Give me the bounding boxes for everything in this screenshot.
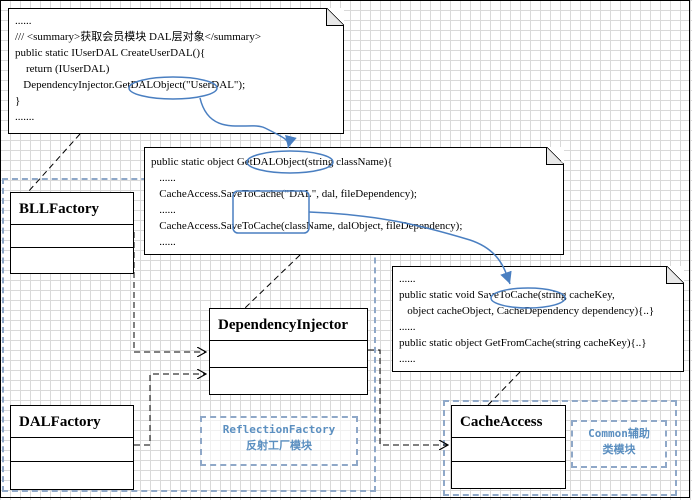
reflection-factory-label: ReflectionFactory 反射工厂模块	[200, 416, 358, 466]
highlight-rect	[232, 190, 310, 234]
note-link-line	[487, 371, 521, 406]
call-flow-arrow	[308, 211, 512, 285]
code-line: ......	[399, 321, 416, 333]
code-line: ......	[399, 273, 416, 285]
dependency-injector-class: DependencyInjector	[209, 308, 368, 395]
top-code-note: ...... /// <summary>获取会员模块 DAL层对象</summa…	[8, 8, 344, 134]
code-line: public static IUserDAL CreateUserDAL(){	[15, 47, 206, 59]
code-line: ......	[151, 204, 176, 216]
dependency-arrow	[133, 232, 206, 352]
note-link-line	[27, 133, 81, 193]
note-link-line	[244, 254, 301, 309]
code-line: DependencyInjector.GetDALObject("UserDAL…	[15, 79, 246, 91]
dal-factory-class: DALFactory	[10, 405, 134, 490]
bll-factory-class: BLLFactory	[10, 192, 134, 274]
code-line: /// <summary>获取会员模块 DAL层对象</summary>	[15, 31, 262, 43]
common-module-label: Common辅助 类模块	[571, 420, 667, 468]
class-attributes	[210, 341, 367, 368]
highlight-oval	[246, 150, 334, 174]
code-line: public static void SaveToCache(string ca…	[399, 289, 615, 301]
class-name: CacheAccess	[452, 406, 565, 438]
code-line: return (IUserDAL)	[15, 63, 110, 75]
note-fold-corner	[326, 8, 344, 26]
code-line: ......	[151, 236, 176, 248]
class-attributes	[11, 438, 133, 462]
module-label-line: 反射工厂模块	[246, 439, 312, 452]
module-label-line: 类模块	[602, 443, 636, 456]
code-line: }	[15, 95, 21, 107]
code-line: ......	[151, 172, 176, 184]
code-line: public static object GetDALObject(string…	[151, 156, 393, 168]
dependency-arrow	[134, 374, 206, 446]
class-name: DependencyInjector	[210, 309, 367, 341]
module-label-line: Common辅助	[588, 427, 650, 440]
code-line: object cacheObject, CacheDependency depe…	[399, 305, 655, 317]
code-line: ......	[399, 353, 416, 365]
class-name: BLLFactory	[11, 193, 133, 225]
class-name: DALFactory	[11, 406, 133, 438]
middle-code-note: public static object GetDALObject(string…	[144, 147, 564, 255]
right-code-note: ...... public static void SaveToCache(st…	[392, 266, 684, 372]
note-fold-corner	[546, 147, 564, 165]
note-fold-corner	[666, 266, 684, 284]
class-attributes	[11, 225, 133, 248]
highlight-oval	[128, 76, 218, 100]
cache-access-class: CacheAccess	[451, 405, 566, 489]
highlight-oval	[490, 287, 566, 309]
code-line: ......	[15, 15, 32, 27]
code-line: public static object GetFromCache(string…	[399, 337, 647, 349]
class-attributes	[452, 438, 565, 462]
module-label-line: ReflectionFactory	[222, 423, 336, 436]
call-flow-arrow	[199, 97, 297, 149]
dependency-arrow	[368, 349, 448, 445]
code-line: .......	[15, 111, 35, 123]
